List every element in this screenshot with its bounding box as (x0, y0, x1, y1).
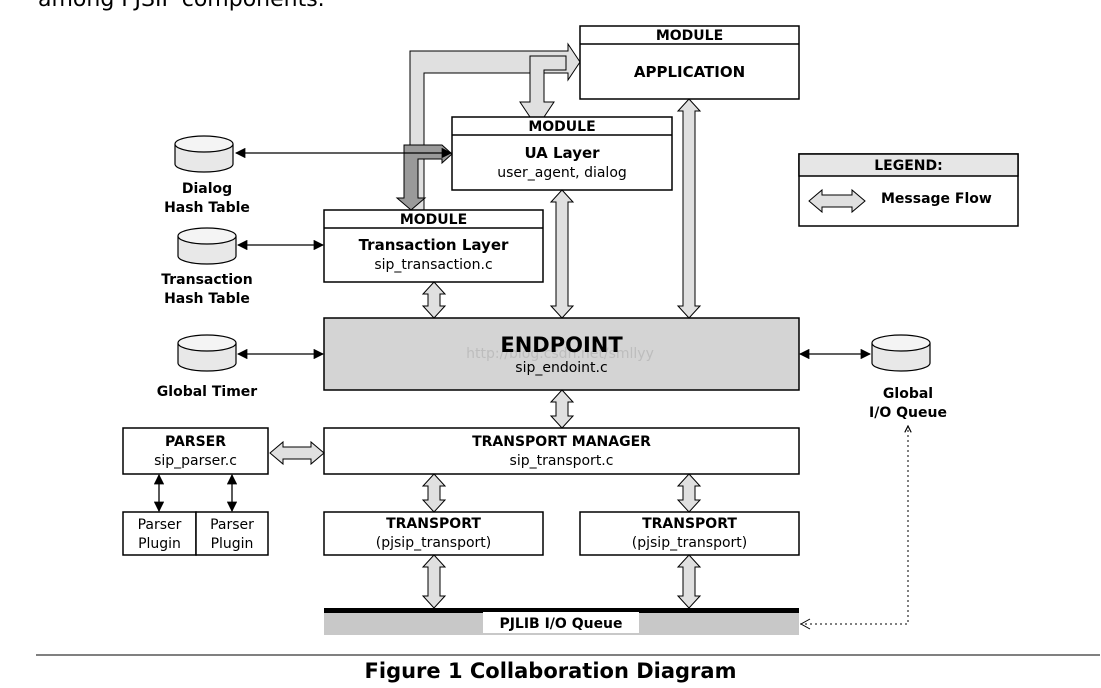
endpoint-box: http://blog.csdn.net/smllyy ENDPOINT sip… (323, 317, 800, 391)
transaction-layer-module: MODULE Transaction Layer sip_transaction… (323, 209, 544, 283)
endpoint-title: ENDPOINT (500, 333, 623, 357)
legend-item-label: Message Flow (881, 191, 992, 207)
route-arrow-ua-to-transaction (395, 144, 453, 211)
flow-arrow-ua-endpoint (549, 189, 575, 319)
pjlib-io-queue-bar: PJLIB I/O Queue (324, 608, 799, 635)
pjlib-io-queue-label: PJLIB I/O Queue (499, 616, 622, 632)
ua-layer-module: MODULE UA Layer user_agent, dialog (451, 116, 673, 191)
flow-arrow-transport-right-queue (676, 554, 702, 609)
transaction-hash-table-label-1: Transaction (161, 272, 253, 288)
transport-right-subtitle: (pjsip_transport) (632, 535, 747, 551)
application-module: MODULE APPLICATION (579, 25, 800, 100)
connector-pjlib-to-global-io-queue (800, 426, 908, 625)
parser-plugin-box-left: Parser Plugin (122, 511, 197, 556)
parser-plugin-right-line2: Plugin (211, 536, 254, 552)
transport-box-left: TRANSPORT (pjsip_transport) (323, 511, 544, 556)
transaction-hash-table-icon (177, 227, 237, 265)
figure-caption: Figure 1 Collaboration Diagram (364, 659, 737, 683)
dotted-arrowhead-left (799, 618, 811, 630)
parser-box: PARSER sip_parser.c (122, 427, 269, 475)
flow-arrow-parser-transport-manager (269, 440, 325, 466)
transaction-layer-module-subtitle: sip_transaction.c (374, 257, 492, 273)
global-timer-label: Global Timer (157, 384, 257, 400)
global-io-queue-icon (871, 334, 931, 372)
global-timer-icon (177, 334, 237, 372)
caption-divider (36, 654, 1100, 656)
transport-left-subtitle: (pjsip_transport) (376, 535, 491, 551)
transport-manager-subtitle: sip_transport.c (510, 453, 614, 469)
application-module-title: APPLICATION (634, 63, 745, 81)
dialog-hash-table-label-1: Dialog (182, 181, 232, 197)
route-arrow-application-to-ua (519, 55, 567, 118)
endpoint-subtitle: sip_endoint.c (515, 360, 607, 376)
global-io-queue-label-1: Global (883, 386, 933, 402)
parser-title: PARSER (165, 434, 226, 450)
parser-subtitle: sip_parser.c (154, 453, 237, 469)
flow-arrow-endpoint-transport-manager (549, 389, 575, 429)
flow-arrow-application-endpoint (676, 98, 702, 319)
legend-box: LEGEND: Message Flow (798, 153, 1019, 227)
ua-layer-module-subtitle: user_agent, dialog (497, 165, 627, 181)
transport-manager-box: TRANSPORT MANAGER sip_transport.c (323, 427, 800, 475)
parser-plugin-box-right: Parser Plugin (195, 511, 269, 556)
transaction-layer-module-title: Transaction Layer (359, 236, 509, 254)
legend-title: LEGEND: (874, 158, 942, 174)
flow-arrow-manager-transport-left (421, 473, 447, 513)
application-module-header: MODULE (656, 28, 723, 44)
dialog-hash-table-icon (174, 135, 234, 173)
flow-arrow-transport-left-queue (421, 554, 447, 609)
transport-left-title: TRANSPORT (386, 516, 481, 532)
ua-layer-module-header: MODULE (528, 119, 595, 135)
transport-manager-title: TRANSPORT MANAGER (472, 434, 651, 450)
transport-box-right: TRANSPORT (pjsip_transport) (579, 511, 800, 556)
ua-layer-module-title: UA Layer (524, 144, 600, 162)
parser-plugin-left-line2: Plugin (138, 536, 181, 552)
watermark-text: http://blog.csdn.net/smllyy (466, 346, 654, 362)
transport-right-title: TRANSPORT (642, 516, 737, 532)
message-flow-icon (808, 188, 866, 214)
flow-arrow-manager-transport-right (676, 473, 702, 513)
parser-plugin-left-line1: Parser (138, 517, 182, 533)
dialog-hash-table-label-2: Hash Table (164, 200, 250, 216)
transaction-hash-table-label-2: Hash Table (164, 291, 250, 307)
flow-arrow-transaction-endpoint (421, 281, 447, 319)
parser-plugin-right-line1: Parser (210, 517, 254, 533)
intro-text: among PJSIP components. (38, 0, 325, 12)
global-io-queue-label-2: I/O Queue (869, 405, 947, 421)
transaction-layer-module-header: MODULE (400, 212, 467, 228)
